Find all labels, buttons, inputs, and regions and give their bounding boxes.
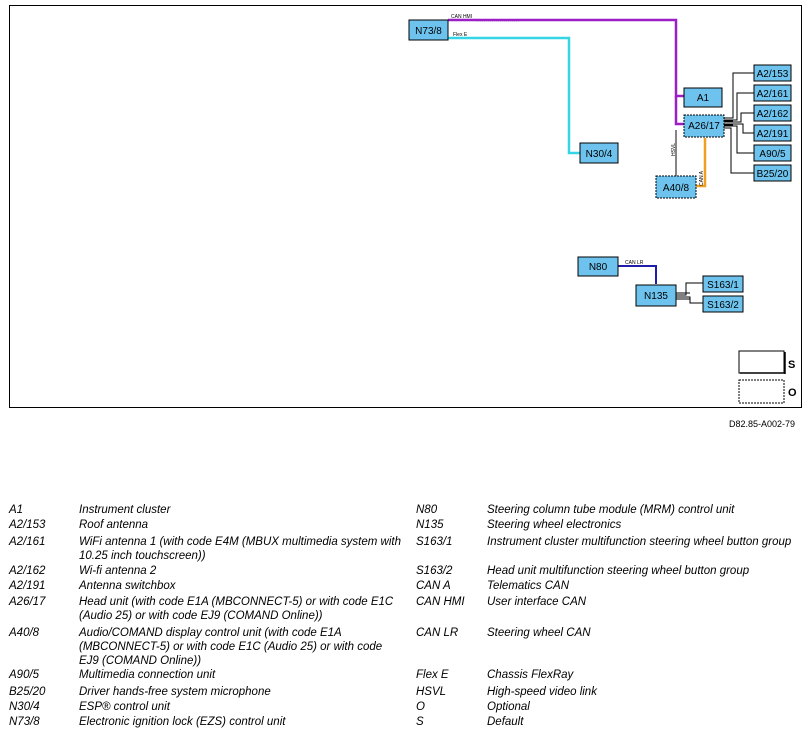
key-default: S [738,350,795,374]
diagram-frame [9,5,802,408]
svg-text:A40/8: A40/8 [663,183,690,194]
legend-description: High-speed video link [487,686,597,698]
component-a2-162: A2/162 [753,104,792,122]
component-n30-4: N30/4 [579,142,619,164]
legend-code: A2/161 [9,536,46,548]
svg-text:A2/191: A2/191 [757,129,789,140]
key-optional: O [738,379,797,404]
legend-code: N135 [416,519,444,531]
svg-text:A2/153: A2/153 [757,69,789,80]
svg-text:N135: N135 [644,291,668,302]
legend-description: Default [487,716,524,728]
legend-description: Audio/COMAND display control unit (with … [79,627,383,667]
legend-code: CAN A [416,580,451,592]
component-a26-17: A26/17 [683,114,725,138]
legend-code: S [416,716,424,728]
legend-description: Roof antenna [79,519,149,531]
svg-text:A2/162: A2/162 [757,109,789,120]
legend-description: Antenna switchbox [79,580,176,592]
document-id: D82.85-A002-79 [729,419,796,429]
legend-code: A40/8 [9,627,40,639]
legend-description: Steering wheel CAN [487,627,591,639]
legend-code: Flex E [416,669,449,681]
legend-code: N73/8 [9,716,40,728]
legend-code: S163/1 [416,536,453,548]
wire-can-hmi [448,18,684,126]
legend-code: N30/4 [9,701,40,713]
svg-text:B25/20: B25/20 [757,169,789,180]
legend-code: A26/17 [9,596,46,608]
component-a1: A1 [683,87,723,108]
component-a2-161: A2/161 [753,84,792,102]
legend-code: A2/153 [9,519,46,531]
legend-description: User interface CAN [487,596,587,608]
legend-description: Head unit (with code E1A (MBCONNECT-5) o… [79,596,394,622]
wire-can-a [696,138,707,188]
legend-code: B25/20 [9,686,46,698]
wire-label-can-hmi: CAN HMI [451,14,472,20]
svg-text:O: O [788,387,797,399]
legend-code: A2/162 [9,565,46,577]
legend-code: A90/5 [9,669,40,681]
wire-label-can-a: CAN A [699,170,705,186]
wire-flex-e [448,36,580,155]
legend-code: A1 [9,504,24,516]
svg-text:A90/5: A90/5 [759,149,786,160]
antenna-wires [724,72,754,174]
legend-description: Steering column tube module (MRM) contro… [487,504,735,516]
component-n73-8: N73/8 [408,19,449,41]
legend-code: HSVL [416,686,447,698]
svg-text:S163/1: S163/1 [707,280,739,291]
svg-text:S163/2: S163/2 [707,300,739,311]
legend-description: Wi-fi antenna 2 [79,565,157,577]
legend-code: N80 [416,504,438,516]
component-s163-2: S163/2 [702,295,744,313]
legend-code: CAN LR [416,627,459,639]
legend-description: Instrument cluster multifunction steerin… [487,536,792,548]
legend-code: CAN HMI [416,596,465,608]
wire-label-can-lr: CAN LR [625,260,644,266]
component-s163-1: S163/1 [702,275,744,293]
component-a40-8: A40/8 [655,175,697,199]
legend-description: ESP® control unit [79,701,170,713]
svg-text:A2/161: A2/161 [757,89,789,100]
svg-text:S: S [788,359,795,371]
component-a2-191: A2/191 [753,124,792,142]
svg-text:N73/8: N73/8 [415,26,442,37]
legend-description: Steering wheel electronics [487,519,622,531]
legend-description: Driver hands-free system microphone [79,686,271,698]
legend-description: Optional [487,701,530,713]
svg-text:N80: N80 [589,262,608,273]
legend-description: Chassis FlexRay [487,669,574,681]
component-a2-153: A2/153 [753,64,792,82]
svg-text:N30/4: N30/4 [586,149,613,160]
component-b25-20: B25/20 [753,164,792,182]
network-diagram: CAN HMI Flex E CAN LR HSVL CAN A N73/8 A… [9,5,802,408]
component-a90-5: A90/5 [753,144,792,162]
legend-code: O [416,701,425,713]
legend-description: Multimedia connection unit [79,669,216,681]
component-n80: N80 [577,256,619,277]
svg-text:A26/17: A26/17 [688,121,720,132]
svg-text:A1: A1 [697,93,710,104]
wire-can-lr [618,265,657,284]
switch-wires [676,282,703,304]
legend-code: A2/191 [9,580,46,592]
legend-description: WiFi antenna 1 (with code E4M (MBUX mult… [79,536,401,562]
legend-description: Electronic ignition lock (EZS) control u… [79,716,286,728]
legend-description: Head unit multifunction steering wheel b… [487,565,750,577]
component-n135: N135 [635,284,677,307]
legend-description: Instrument cluster [79,504,171,516]
wire-label-hsvl: HSVL [671,143,677,156]
legend-description: Telematics CAN [487,580,570,592]
wire-label-flex-e: Flex E [453,32,468,38]
legend-code: S163/2 [416,565,453,577]
